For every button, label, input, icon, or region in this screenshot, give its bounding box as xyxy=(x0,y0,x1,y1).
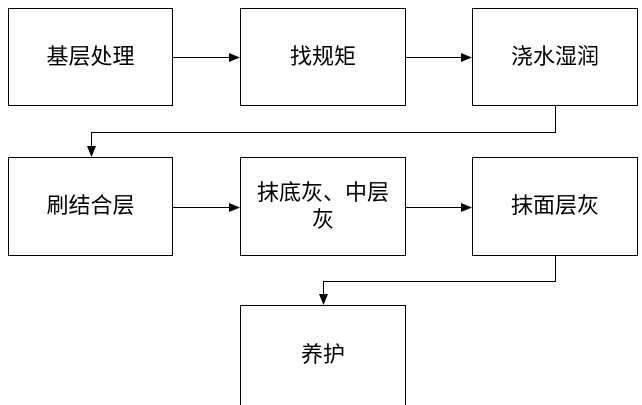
arrowhead xyxy=(229,203,240,212)
arrowhead xyxy=(461,53,472,62)
arrowhead xyxy=(461,203,472,212)
curing-step: 养护 xyxy=(240,305,406,405)
finish-coat-step: 抹面层灰 xyxy=(472,157,638,256)
substrate-treatment-step: 基层处理 xyxy=(8,8,173,106)
bonding-layer-step: 刷结合层 xyxy=(8,157,173,256)
step-label: 浇水湿润 xyxy=(510,44,599,70)
arrowhead xyxy=(229,53,240,62)
arrowhead xyxy=(87,146,96,157)
elbow-connector-line xyxy=(323,256,556,295)
step-label: 刷结合层 xyxy=(46,194,135,219)
base-middle-coat-step: 抹底灰、中层灰 xyxy=(240,157,406,256)
step-label: 找规矩 xyxy=(289,44,356,70)
step-label: 抹面层灰 xyxy=(510,194,599,219)
elbow-connector-line xyxy=(91,106,556,147)
step-label: 基层处理 xyxy=(46,44,135,70)
arrowhead xyxy=(319,294,328,305)
wetting-step: 浇水湿润 xyxy=(472,8,638,106)
step-label: 养护 xyxy=(300,343,345,368)
step-label: 抹底灰、中层灰 xyxy=(256,180,389,233)
leveling-reference-step: 找规矩 xyxy=(240,8,406,106)
